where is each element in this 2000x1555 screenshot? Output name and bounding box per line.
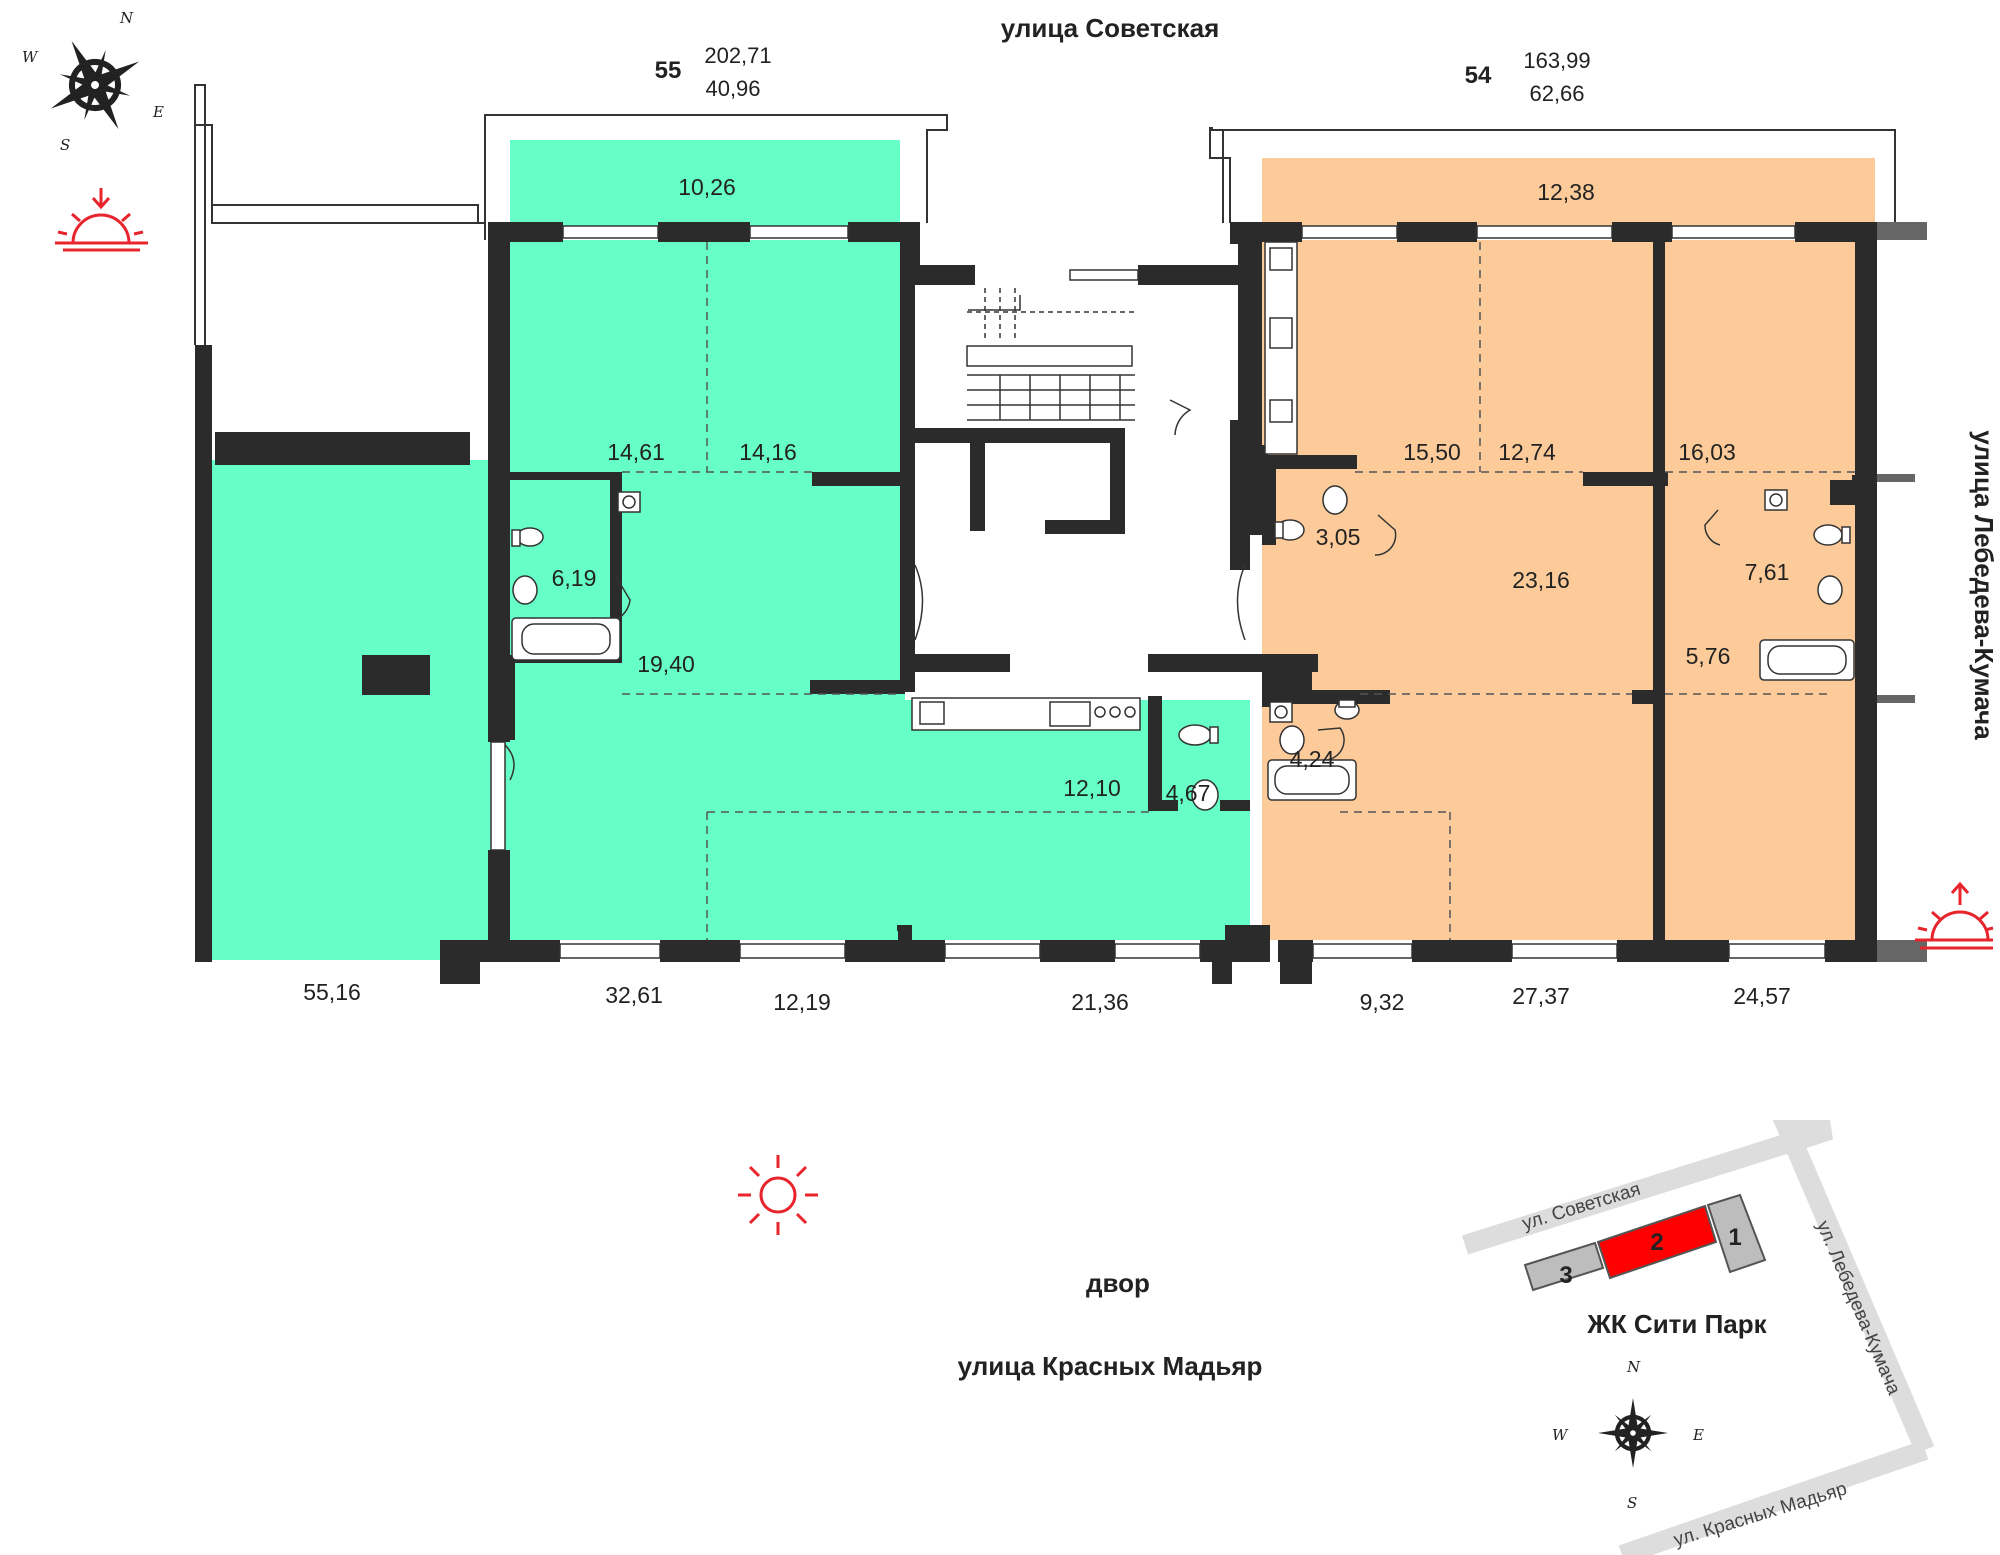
unit-secondary-area: 62,66 [1529, 81, 1584, 106]
compass-icon [27, 17, 162, 152]
building-1[interactable] [1706, 1193, 1767, 1274]
room-area: 9,32 [1360, 989, 1405, 1015]
room-area: 24,57 [1733, 983, 1791, 1009]
staircase [966, 288, 1135, 421]
room-dividers [622, 242, 1860, 940]
adjacent-building-walls [1877, 222, 1927, 962]
room-area: 7,61 [1745, 559, 1790, 585]
yard-label: двор [1086, 1268, 1150, 1298]
room-area: 12,74 [1498, 439, 1556, 465]
map-street-lebedeva: ул. Лебедева-Кумача [1812, 1218, 1904, 1399]
unit-secondary-area: 40,96 [705, 76, 760, 101]
map-street-sovetskaya: ул. Советская [1520, 1179, 1643, 1235]
building-3-label: 3 [1559, 1262, 1572, 1289]
unit-total-area: 202,71 [704, 43, 771, 68]
room-area: 12,19 [773, 989, 831, 1015]
room-area: 10,26 [678, 174, 736, 200]
room-area: 12,10 [1063, 775, 1121, 801]
walls [195, 222, 1895, 984]
unit-54-area[interactable] [1262, 158, 1877, 940]
room-area: 32,61 [605, 982, 663, 1008]
room-area: 3,05 [1316, 524, 1361, 550]
sun-icon [738, 1155, 818, 1235]
room-area: 6,19 [552, 565, 597, 591]
room-labels: 10,26 14,61 14,16 6,19 19,40 55,16 32,61… [303, 174, 1791, 1015]
structural-columns [362, 655, 430, 695]
map-compass-w: W [1552, 1426, 1569, 1444]
compass-s: S [60, 136, 70, 154]
room-area: 12,38 [1537, 179, 1595, 205]
bathroom-fixtures [511, 241, 1855, 811]
building-2-highlight[interactable] [1596, 1204, 1718, 1280]
room-area: 55,16 [303, 979, 361, 1005]
map-compass-s: S [1627, 1494, 1637, 1512]
unit-number: 55 [655, 57, 682, 84]
building-1-label: 1 [1728, 1224, 1741, 1251]
room-area: 14,61 [607, 439, 665, 465]
sunset-icon [1915, 881, 1994, 950]
room-area: 27,37 [1512, 983, 1570, 1009]
room-area: 15,50 [1403, 439, 1461, 465]
site-map: ул. Советская ул. Лебедева-Кумача ул. Кр… [1461, 1120, 1935, 1555]
room-area: 4,24 [1290, 746, 1335, 772]
compass-w: W [22, 48, 39, 66]
windows [490, 225, 1826, 959]
map-compass-icon [1598, 1398, 1668, 1468]
room-area: 23,16 [1512, 567, 1570, 593]
balcony-outlines [194, 84, 1896, 345]
street-north: улица Советская [1001, 13, 1220, 43]
room-area: 19,40 [637, 651, 695, 677]
room-area: 16,03 [1678, 439, 1736, 465]
unit-total-area: 163,99 [1523, 48, 1590, 73]
room-area: 21,36 [1071, 989, 1129, 1015]
complex-title: ЖК Сити Парк [1586, 1309, 1767, 1339]
sunrise-icon [55, 188, 148, 252]
map-compass-n: N [1626, 1358, 1641, 1376]
room-area: 5,76 [1686, 643, 1731, 669]
map-street-krasnykh: ул. Красных Мадьяр [1671, 1478, 1849, 1551]
compass-e: E [152, 103, 164, 121]
unit-55-header: 55 202,71 40,96 [655, 43, 772, 101]
compass-n: N [119, 9, 134, 27]
building-2-label: 2 [1650, 1229, 1663, 1256]
street-east: улица Лебедева-Кумача [1969, 430, 1999, 740]
street-south: улица Красных Мадьяр [958, 1351, 1263, 1381]
unit-55-area[interactable] [212, 140, 1250, 960]
room-area: 4,67 [1166, 780, 1211, 806]
building-3[interactable] [1523, 1241, 1605, 1292]
unit-number: 54 [1465, 62, 1492, 89]
unit-54-header: 54 163,99 62,66 [1465, 48, 1591, 106]
room-area: 14,16 [739, 439, 797, 465]
map-compass-e: E [1692, 1426, 1704, 1444]
